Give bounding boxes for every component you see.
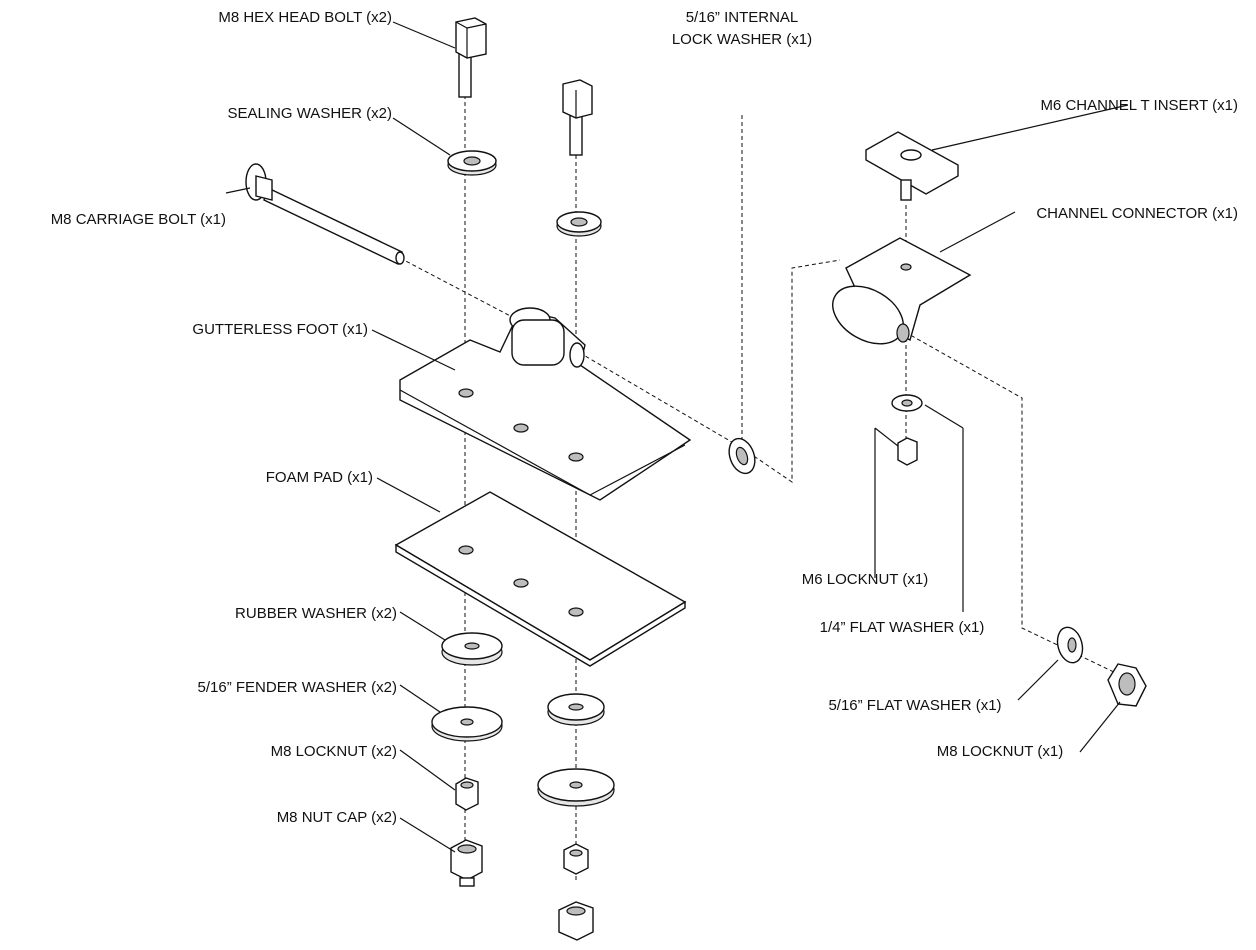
label-m8-nut-cap: M8 NUT CAP (x2) [277,809,397,826]
sealing-washer-left [447,150,497,176]
label-m8-locknut-x2: M8 LOCKNUT (x2) [271,743,397,760]
label-sealing-washer: SEALING WASHER (x2) [228,105,392,122]
hex-head-bolt-right [562,79,593,156]
label-carriage-bolt: M8 CARRIAGE BOLT (x1) [51,211,226,228]
foam-pad [394,491,687,667]
hex-head-bolt-left [455,17,487,98]
label-rubber-washer: RUBBER WASHER (x2) [235,605,397,622]
rubber-washer-right [547,693,605,726]
sealing-washer-right [556,211,602,237]
fender-washer [431,706,503,742]
leader-lines [225,21,1129,853]
assembly-axes [399,95,1119,880]
fender-washer-right [537,768,615,807]
gutterless-foot [399,307,692,501]
label-fender-washer: 5/16” FENDER WASHER (x2) [198,679,397,696]
label-t-insert: M6 CHANNEL T INSERT (x1) [1040,97,1238,114]
m8-locknut-left [455,777,479,811]
label-lock-washer-line2: LOCK WASHER (x1) [672,31,812,48]
quarter-flat-washer [891,394,923,412]
m8-nut-cap-left [450,839,483,887]
label-lock-washer-line1: 5/16” INTERNAL [686,9,799,26]
label-foam-pad: FOAM PAD (x1) [266,469,373,486]
carriage-bolt [245,163,405,265]
label-m8-locknut-x1: M8 LOCKNUT (x1) [937,743,1063,760]
flat-washer-516 [1056,626,1084,664]
label-quarter-flat-washer: 1/4” FLAT WASHER (x1) [820,619,985,636]
label-m6-locknut: M6 LOCKNUT (x1) [802,571,928,588]
label-gutterless-foot: GUTTERLESS FOOT (x1) [192,321,368,338]
label-flat-washer-516: 5/16” FLAT WASHER (x1) [828,697,1001,714]
m8-locknut-right-side [1107,663,1147,707]
m8-nut-cap-right [558,901,594,941]
internal-lock-washer [728,437,756,475]
channel-connector [832,237,972,345]
channel-t-insert [865,131,959,201]
rubber-washer [441,632,503,666]
part-labels: M8 HEX HEAD BOLT (x2) SEALING WASHER (x2… [51,9,1238,826]
label-channel-connector: CHANNEL CONNECTOR (x1) [1036,205,1238,222]
m8-locknut-right [563,843,589,875]
label-hex-head-bolt: M8 HEX HEAD BOLT (x2) [218,9,392,26]
m6-locknut [897,437,918,466]
